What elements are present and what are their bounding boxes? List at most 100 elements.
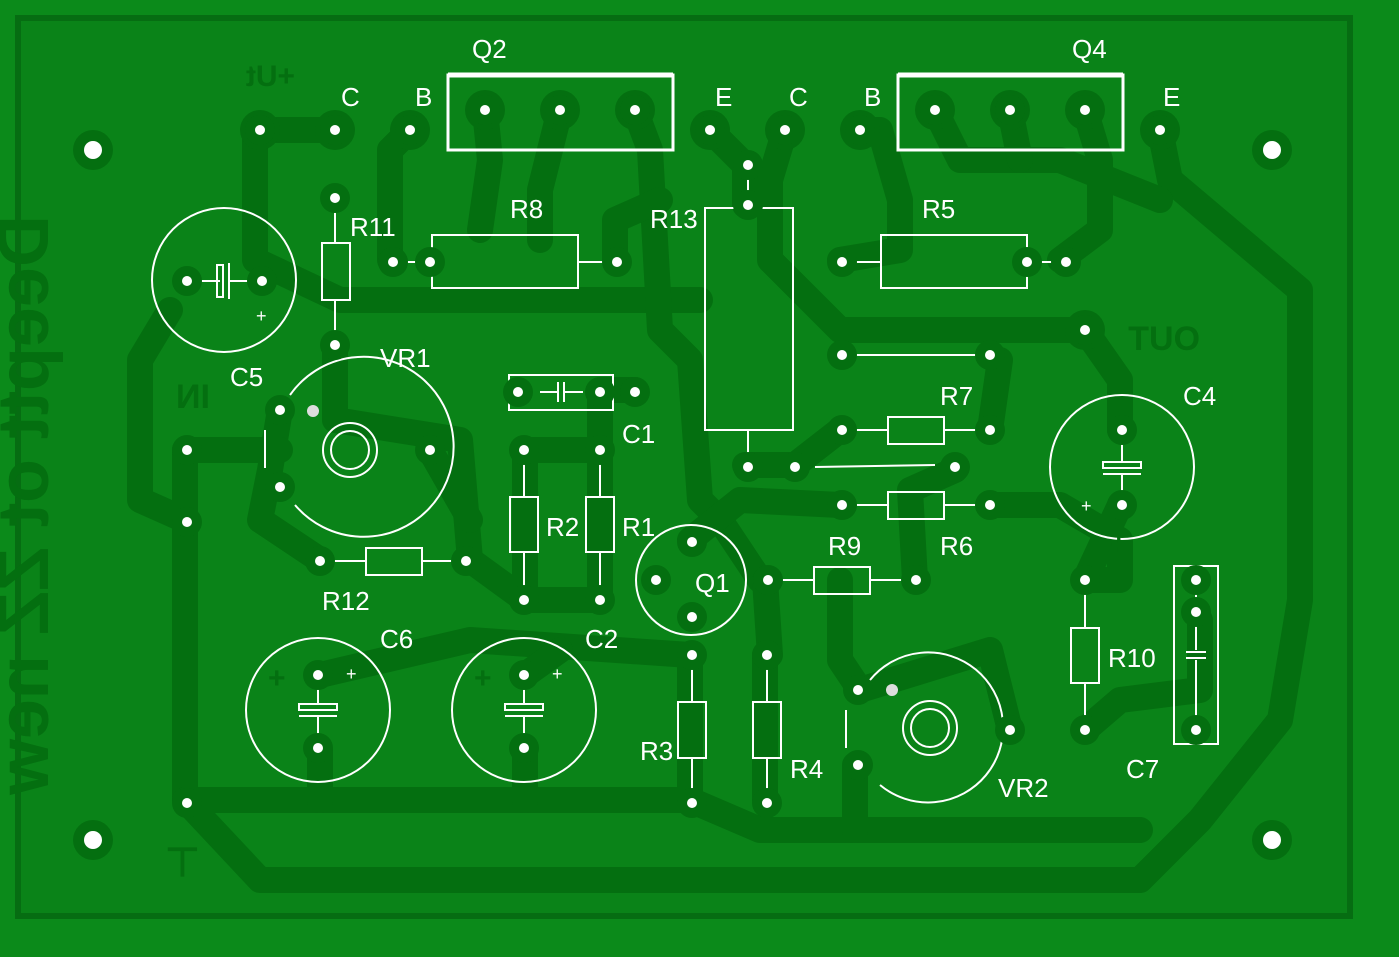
pad-hole: [762, 650, 772, 660]
label-e-left: E: [715, 82, 732, 112]
mirrored-copper-text: Deeptt ot ZZ new IN OUT +Ut ⊥: [0, 60, 1200, 883]
c6-outline: [245, 637, 391, 783]
pad-hole: [743, 160, 753, 170]
pad-hole: [687, 537, 697, 547]
label-r12: R12: [322, 586, 370, 616]
pad-hole: [275, 482, 285, 492]
pad-hole: [595, 387, 605, 397]
pad-hole: [743, 462, 753, 472]
pad-hole: [687, 798, 697, 808]
pad-hole: [480, 105, 490, 115]
pad-hole: [837, 350, 847, 360]
pads-layer: [172, 95, 1211, 818]
pad-hole: [1080, 575, 1090, 585]
pad-hole: [630, 387, 640, 397]
label-r7: R7: [940, 381, 973, 411]
pad-hole: [255, 125, 265, 135]
label-r2: R2: [546, 512, 579, 542]
c2-outline: [451, 637, 597, 783]
pad-hole: [519, 595, 529, 605]
label-c4: C4: [1183, 381, 1216, 411]
pad-hole: [1191, 575, 1201, 585]
mounting-holes: [73, 130, 1292, 860]
pad-hole: [837, 425, 847, 435]
pad-hole: [555, 105, 565, 115]
label-r3: R3: [640, 736, 673, 766]
pad-hole: [985, 500, 995, 510]
pad-hole: [182, 276, 192, 286]
pad-hole: [330, 125, 340, 135]
label-b-left: B: [415, 82, 432, 112]
vertical-title-text: Deeptt ot ZZ new: [0, 215, 64, 796]
plus-c5: +: [256, 306, 267, 326]
label-q4: Q4: [1072, 34, 1107, 64]
label-q1: Q1: [695, 568, 730, 598]
pad-hole: [595, 595, 605, 605]
label-r5: R5: [922, 194, 955, 224]
pad-hole: [911, 575, 921, 585]
pad-hole: [853, 685, 863, 695]
pad-hole: [687, 612, 697, 622]
pad-hole: [985, 350, 995, 360]
pad-hole: [257, 276, 267, 286]
pad-hole: [519, 670, 529, 680]
pad-hole: [595, 445, 605, 455]
pad-hole: [837, 500, 847, 510]
pad-hole: [780, 125, 790, 135]
pad-hole: [705, 125, 715, 135]
pad-hole: [519, 445, 529, 455]
pad-hole: [853, 760, 863, 770]
pad-hole: [1080, 325, 1090, 335]
label-e-right: E: [1163, 82, 1180, 112]
label-vr2: VR2: [998, 773, 1049, 803]
plus-c6: +: [346, 664, 357, 684]
label-r13: R13: [650, 204, 698, 234]
pad-hole: [1080, 725, 1090, 735]
pad-hole: [930, 105, 940, 115]
pad-hole: [461, 556, 471, 566]
vplus-label: +Ut: [246, 60, 295, 93]
label-r4: R4: [790, 754, 823, 784]
silkscreen-labels: Q2 Q4 C B E C B E R11 R8 R13 R5 C5 VR1 C…: [230, 34, 1216, 803]
pad-hole: [313, 670, 323, 680]
copper-plus-c4: +: [1110, 529, 1128, 562]
pad-hole: [985, 425, 995, 435]
pad-hole: [612, 257, 622, 267]
pad-hole: [1022, 257, 1032, 267]
pad-hole: [182, 517, 192, 527]
pad-hole: [313, 743, 323, 753]
label-c6: C6: [380, 624, 413, 654]
pad-hole: [1005, 725, 1015, 735]
c4-outline: [1049, 394, 1195, 540]
pad-hole: [330, 340, 340, 350]
label-r9: R9: [828, 531, 861, 561]
pad-hole: [743, 200, 753, 210]
q1-outline: [635, 524, 747, 636]
label-q2: Q2: [472, 34, 507, 64]
pad-hole: [651, 575, 661, 585]
label-r1: R1: [622, 512, 655, 542]
pad-hole: [1191, 725, 1201, 735]
copper-plus-c6: +: [268, 662, 286, 695]
copper-plus-c2: +: [474, 662, 492, 695]
pad-hole: [950, 462, 960, 472]
label-c5: C5: [230, 362, 263, 392]
vr1-outline: [289, 355, 455, 538]
pad-hole: [763, 575, 773, 585]
label-c1: C1: [622, 419, 655, 449]
pad-hole: [405, 125, 415, 135]
pad-hole: [1080, 105, 1090, 115]
pad-hole: [1061, 257, 1071, 267]
ground-label: ⊥: [165, 839, 200, 883]
label-r10: R10: [1108, 643, 1156, 673]
pad-hole: [855, 125, 865, 135]
pad-hole: [1005, 105, 1015, 115]
pad-hole: [425, 445, 435, 455]
label-c-left: C: [341, 82, 360, 112]
label-vr1: VR1: [380, 343, 431, 373]
out-label: OUT: [1128, 320, 1200, 358]
label-r6: R6: [940, 531, 973, 561]
pin1-dot: [886, 684, 898, 696]
pad-hole: [513, 387, 523, 397]
label-b-right: B: [864, 82, 881, 112]
